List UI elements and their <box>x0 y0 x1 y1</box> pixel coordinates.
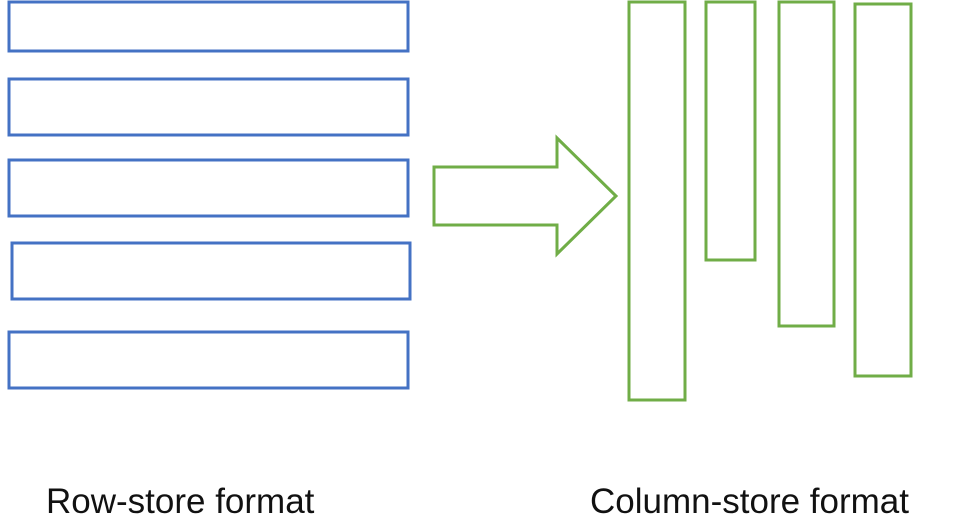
conversion-arrow <box>432 134 619 258</box>
row-record-3 <box>7 158 410 218</box>
column-store-label: Column-store format <box>590 482 909 521</box>
row-store-label: Row-store format <box>46 482 315 521</box>
column-store-group <box>627 0 913 402</box>
row-record-1 <box>7 0 410 53</box>
row-record-5 <box>7 330 410 390</box>
column-block-2 <box>704 0 757 262</box>
row-record-4 <box>10 241 412 301</box>
row-record-2 <box>7 77 410 137</box>
column-block-1 <box>627 0 687 402</box>
column-block-3 <box>777 0 836 328</box>
row-store-group <box>7 0 412 390</box>
column-block-4 <box>853 2 913 378</box>
